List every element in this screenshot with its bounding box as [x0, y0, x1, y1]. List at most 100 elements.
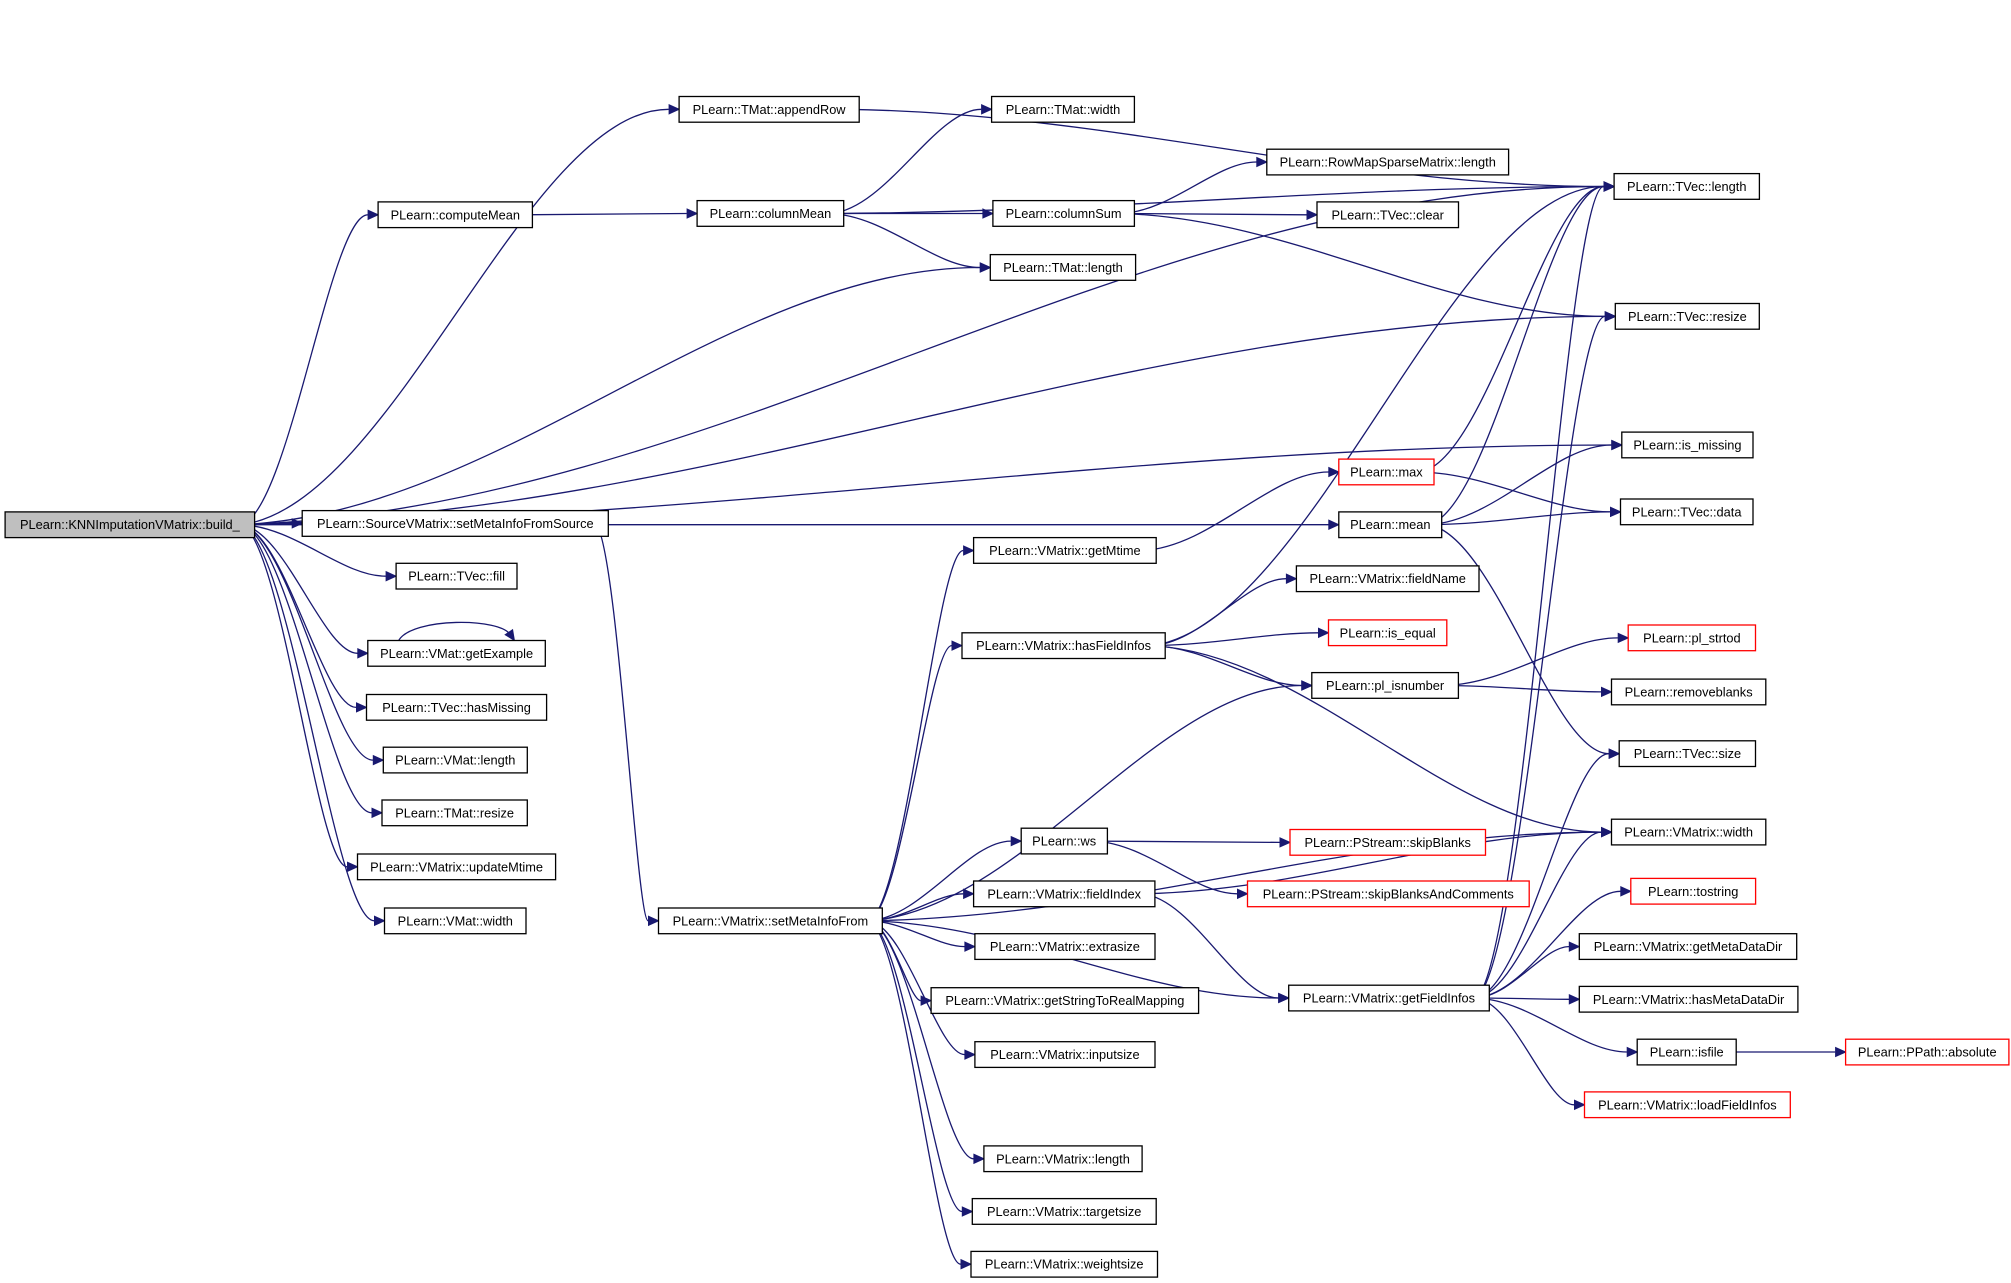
node-mean[interactable]: PLearn::mean — [1338, 511, 1443, 539]
arrowhead-tvec-length — [1603, 181, 1616, 192]
node-vm-length[interactable]: PLearn::VMatrix::length — [983, 1145, 1143, 1173]
node-label-isfile: PLearn::isfile — [1650, 1045, 1724, 1060]
node-isfile[interactable]: PLearn::isfile — [1636, 1038, 1737, 1066]
node-is-equal[interactable]: PLearn::is_equal — [1327, 619, 1448, 647]
node-label-get-meta-data-dir: PLearn::VMatrix::getMetaDataDir — [1594, 939, 1783, 954]
edge-root-to-tvec-resize — [241, 315, 1606, 526]
arrowhead-column-mean — [686, 208, 699, 219]
node-get-string-to-real-mapping[interactable]: PLearn::VMatrix::getStringToRealMapping — [930, 987, 1200, 1015]
node-tvec-size[interactable]: PLearn::TVec::size — [1618, 740, 1757, 768]
edge-has-field-infos-to-field-name — [1152, 578, 1287, 647]
node-tvec-fill[interactable]: PLearn::TVec::fill — [395, 562, 518, 590]
arrowhead-tmat-length — [979, 262, 992, 273]
node-tmat-length[interactable]: PLearn::TMat::length — [989, 253, 1137, 281]
arrowhead-set-meta-info-from-source — [291, 518, 304, 529]
arrowhead-tvec-clear — [1306, 209, 1319, 221]
edge-set-meta-info-from-to-weightsize — [869, 920, 961, 1265]
node-weightsize[interactable]: PLearn::VMatrix::weightsize — [970, 1250, 1159, 1278]
arrowhead-ws — [1010, 835, 1023, 847]
node-get-example[interactable]: PLearn::VMat::getExample — [367, 639, 546, 667]
edge-column-sum-to-tvec-resize — [1121, 212, 1606, 318]
node-label-has-field-infos: PLearn::VMatrix::hasFieldInfos — [976, 638, 1151, 653]
node-skip-blanks-and-comments[interactable]: PLearn::PStream::skipBlanksAndComments — [1246, 880, 1530, 908]
node-pl-isnumber[interactable]: PLearn::pl_isnumber — [1311, 671, 1460, 699]
arrowhead-tmat-resize — [371, 807, 384, 819]
arrowhead-tostring — [1620, 886, 1633, 897]
node-pl-strtod[interactable]: PLearn::pl_strtod — [1627, 624, 1757, 652]
node-box-append-row — [678, 95, 860, 123]
node-column-mean[interactable]: PLearn::columnMean — [696, 199, 845, 227]
node-has-field-infos[interactable]: PLearn::VMatrix::hasFieldInfos — [961, 632, 1166, 660]
node-label-get-string-to-real-mapping: PLearn::VMatrix::getStringToRealMapping — [945, 993, 1184, 1008]
node-vmat-length[interactable]: PLearn::VMat::length — [382, 746, 528, 774]
arrowhead-isfile — [1626, 1046, 1639, 1058]
node-column-sum[interactable]: PLearn::columnSum — [992, 199, 1136, 227]
node-ws[interactable]: PLearn::ws — [1020, 827, 1109, 855]
node-field-index[interactable]: PLearn::VMatrix::fieldIndex — [972, 880, 1156, 908]
node-has-missing[interactable]: PLearn::TVec::hasMissing — [365, 693, 548, 721]
node-box-targetsize — [971, 1197, 1157, 1225]
arrowhead-vm-length — [973, 1153, 986, 1165]
node-vm-width[interactable]: PLearn::VMatrix::width — [1610, 818, 1767, 846]
arrowhead-has-field-infos — [951, 640, 964, 651]
node-row-map-length[interactable]: PLearn::RowMapSparseMatrix::length — [1266, 148, 1510, 176]
edge-has-field-infos-to-pl-isnumber — [1152, 644, 1302, 687]
node-max[interactable]: PLearn::max — [1338, 458, 1435, 486]
arrowhead-get-mtime — [963, 545, 975, 556]
node-label-skip-blanks: PLearn::PStream::skipBlanks — [1304, 835, 1470, 850]
node-tvec-length[interactable]: PLearn::TVec::length — [1613, 172, 1761, 200]
edge-has-field-infos-to-is-equal — [1152, 632, 1319, 647]
node-has-meta-data-dir[interactable]: PLearn::VMatrix::hasMetaDataDir — [1578, 985, 1799, 1013]
node-set-meta-info-from[interactable]: PLearn::VMatrix::setMetaInfoFrom — [657, 907, 883, 935]
node-root[interactable]: PLearn::KNNImputationVMatrix::build_ — [4, 511, 256, 539]
edge-pl-isnumber-to-removeblanks — [1445, 684, 1602, 693]
edge-has-field-infos-to-vm-width — [1152, 644, 1602, 833]
node-get-field-infos[interactable]: PLearn::VMatrix::getFieldInfos — [1288, 984, 1490, 1012]
edge-column-mean-to-tvec-length — [830, 185, 1604, 215]
arrowhead-append-row — [668, 104, 681, 115]
node-inputsize[interactable]: PLearn::VMatrix::inputsize — [974, 1041, 1156, 1069]
arrowhead-tvec-fill — [385, 570, 398, 582]
node-load-field-infos[interactable]: PLearn::VMatrix::loadFieldInfos — [1583, 1091, 1791, 1119]
node-compute-mean[interactable]: PLearn::computeMean — [377, 201, 534, 229]
node-box-max — [1338, 458, 1435, 486]
arrowhead-weightsize — [960, 1258, 973, 1270]
arrowhead-skip-blanks-and-comments — [1237, 888, 1249, 900]
node-absolute[interactable]: PLearn::PPath::absolute — [1844, 1038, 2010, 1066]
edge-mean-to-tvec-size — [1428, 524, 1609, 755]
node-tmat-width[interactable]: PLearn::TMat::width — [990, 95, 1136, 123]
edge-root-to-tmat-length — [241, 266, 981, 526]
node-tvec-data[interactable]: PLearn::TVec::data — [1619, 498, 1754, 526]
node-tostring[interactable]: PLearn::tostring — [1630, 877, 1757, 905]
node-box-weightsize — [970, 1250, 1159, 1278]
node-extrasize[interactable]: PLearn::VMatrix::extrasize — [974, 933, 1156, 961]
node-vmat-width[interactable]: PLearn::VMat::width — [383, 907, 527, 935]
edge-get-field-infos-to-tvec-length — [1475, 185, 1605, 999]
node-set-meta-info-from-source[interactable]: PLearn::SourceVMatrix::setMetaInfoFromSo… — [301, 509, 609, 537]
node-skip-blanks[interactable]: PLearn::PStream::skipBlanks — [1289, 828, 1487, 856]
node-tvec-clear[interactable]: PLearn::TVec::clear — [1316, 201, 1460, 229]
arrowhead-get-meta-data-dir — [1568, 941, 1581, 952]
node-field-name[interactable]: PLearn::VMatrix::fieldName — [1295, 565, 1480, 593]
arrowhead-get-field-infos — [1278, 992, 1290, 1004]
node-box-pl-strtod — [1627, 624, 1757, 652]
node-label-append-row: PLearn::TMat::appendRow — [693, 102, 847, 117]
node-box-isfile — [1636, 1038, 1737, 1066]
node-append-row[interactable]: PLearn::TMat::appendRow — [678, 95, 860, 123]
node-removeblanks[interactable]: PLearn::removeblanks — [1610, 678, 1767, 706]
node-targetsize[interactable]: PLearn::VMatrix::targetsize — [971, 1197, 1157, 1225]
node-get-mtime[interactable]: PLearn::VMatrix::getMtime — [972, 536, 1157, 564]
node-update-mtime[interactable]: PLearn::VMatrix::updateMtime — [356, 853, 557, 881]
node-get-meta-data-dir[interactable]: PLearn::VMatrix::getMetaDataDir — [1578, 933, 1798, 961]
node-tvec-resize[interactable]: PLearn::TVec::resize — [1614, 302, 1760, 330]
edge-append-row-to-tvec-length — [846, 108, 1604, 188]
node-label-get-mtime: PLearn::VMatrix::getMtime — [989, 543, 1140, 558]
node-label-column-mean: PLearn::columnMean — [710, 206, 832, 221]
node-is-missing[interactable]: PLearn::is_missing — [1621, 431, 1754, 459]
arrowhead-inputsize — [964, 1049, 977, 1060]
node-box-skip-blanks — [1289, 828, 1487, 856]
node-tmat-resize[interactable]: PLearn::TMat::resize — [381, 799, 528, 827]
node-label-targetsize: PLearn::VMatrix::targetsize — [987, 1204, 1141, 1219]
node-box-tvec-clear — [1316, 201, 1460, 229]
node-label-tmat-length: PLearn::TMat::length — [1003, 260, 1123, 275]
